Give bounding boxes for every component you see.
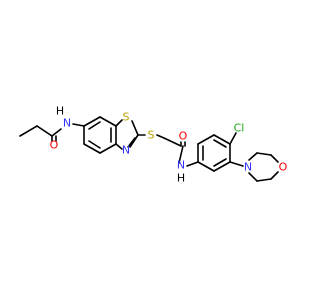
bond [256, 178, 272, 182]
bond [178, 145, 184, 164]
bond [36, 125, 53, 137]
bond [51, 128, 62, 137]
bond [129, 134, 139, 148]
bond [19, 125, 38, 137]
bond [213, 139, 227, 148]
bond [83, 116, 101, 127]
atom-h-amide-left: H [56, 105, 64, 118]
bond [213, 134, 231, 145]
bond [270, 154, 279, 163]
atom-o-morpholine: O [279, 161, 288, 174]
bond [248, 172, 258, 182]
bond [197, 134, 215, 145]
bond [115, 143, 123, 150]
bond [156, 134, 165, 139]
bond [99, 143, 117, 154]
atom-n-amide-left: N [63, 117, 71, 130]
bond [248, 152, 258, 161]
atom-s-thiazole: S [123, 111, 130, 124]
atom-labels: N H O S N S O N H Cl N O [50, 105, 288, 185]
atom-n-morpholine: N [244, 161, 252, 174]
atom-o-carbonyl-left: O [50, 139, 59, 152]
atom-n-amide-right: N [177, 159, 185, 172]
bond [115, 119, 123, 127]
atom-o-carbonyl-right: O [179, 130, 188, 143]
bond [213, 158, 227, 167]
bond [186, 161, 199, 167]
atom-n-thiazole: N [122, 144, 130, 157]
bond [131, 120, 139, 136]
bond [270, 171, 279, 180]
bonds [19, 116, 279, 182]
bond [88, 140, 101, 149]
molecule-structure: N H O S N S O N H Cl N O [19, 105, 288, 185]
bond [197, 161, 215, 172]
atom-h-amide-right: H [177, 172, 185, 185]
bond [127, 137, 136, 148]
bond [88, 121, 101, 130]
bond [229, 132, 237, 145]
bond [72, 123, 85, 127]
atom-s-thioether: S [148, 129, 155, 142]
bond [229, 161, 244, 167]
bond [213, 161, 231, 172]
bond [83, 143, 101, 154]
atom-cl: Cl [234, 122, 245, 135]
bond [163, 137, 182, 147]
bond [99, 116, 117, 127]
bond [256, 152, 272, 156]
